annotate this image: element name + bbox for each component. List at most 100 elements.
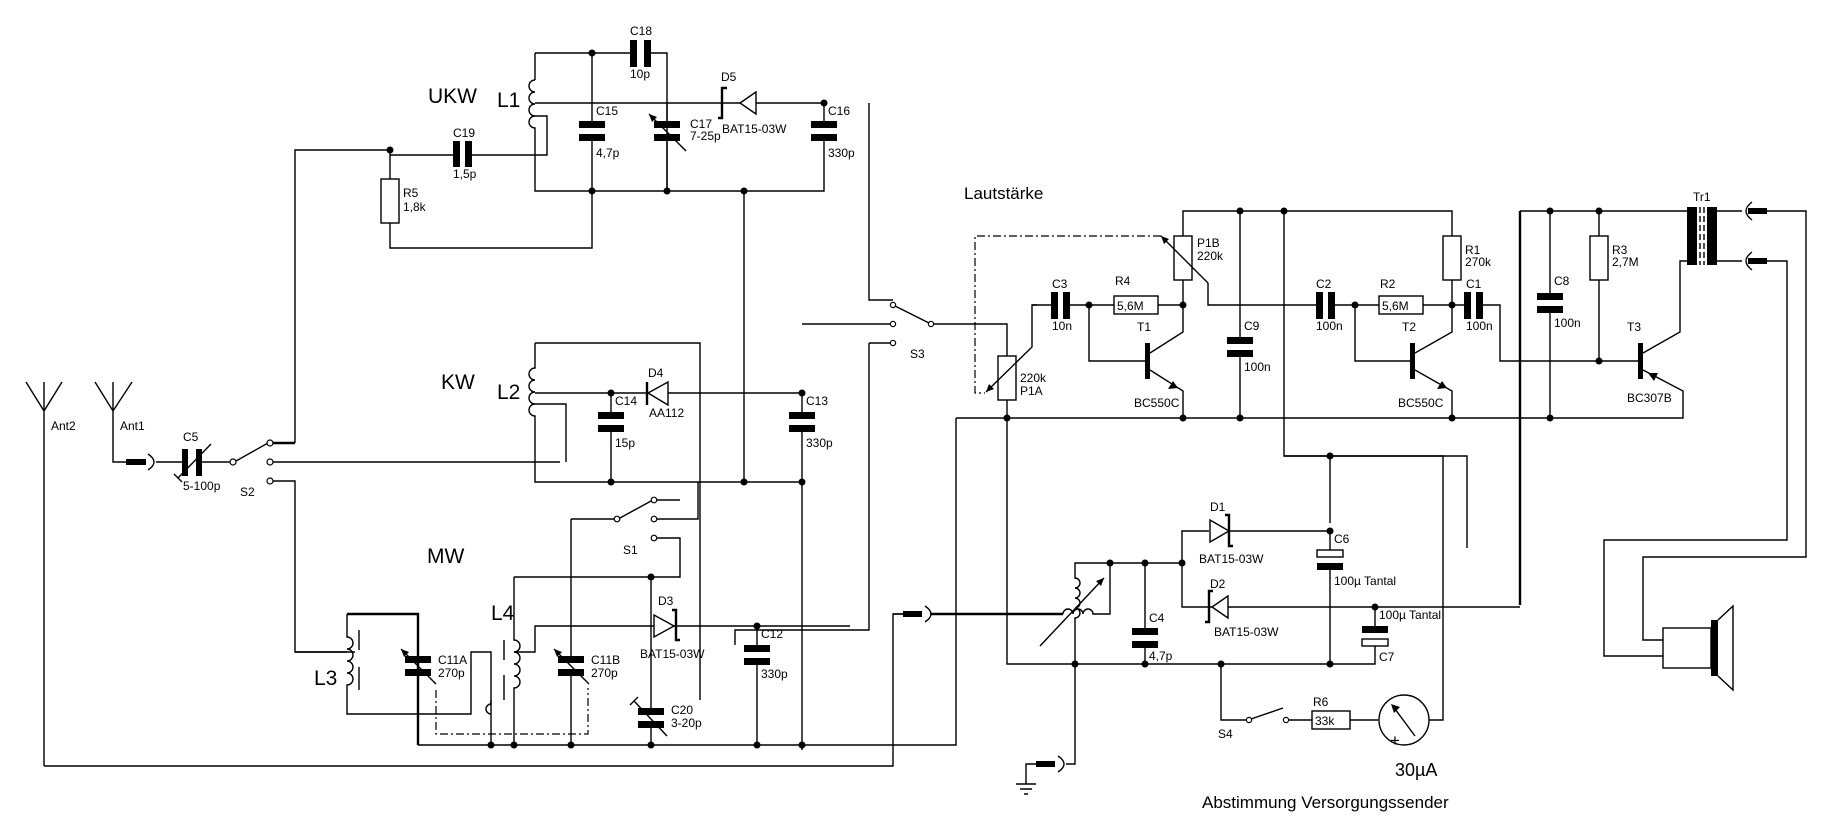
capacitor-c1: C1 100n <box>1452 277 1599 362</box>
svg-text:4,7p: 4,7p <box>596 146 620 160</box>
s1-label: S1 <box>623 543 638 557</box>
speaker-icon <box>1662 604 1734 692</box>
capacitor-c18: C18 10p <box>630 24 652 81</box>
svg-text:15p: 15p <box>615 436 635 450</box>
capacitor-c4: C4 4,7p <box>1132 563 1173 664</box>
svg-text:2,7M: 2,7M <box>1612 255 1639 269</box>
resistor-r6: 33k R6 <box>1311 695 1378 730</box>
potentiometer-p1b[interactable]: P1B 220k <box>1160 210 1453 306</box>
mw-label: MW <box>427 545 464 568</box>
svg-text:BAT15-03W: BAT15-03W <box>640 647 705 661</box>
l4-label: L4 <box>491 602 515 625</box>
capacitor-c20: C20 3-20p <box>629 577 702 745</box>
meter-caption: Abstimmung Versorgungssender <box>1202 793 1449 812</box>
diode-d5: D5 BAT15-03W <box>718 70 787 136</box>
svg-text:4,7p: 4,7p <box>1149 649 1173 663</box>
s3-label: S3 <box>910 347 925 361</box>
switch-s3[interactable]: S3 <box>869 301 1008 361</box>
capacitor-c5: C5 5-100p <box>156 430 232 493</box>
meter-gauge: 30µA + Abstimmung Versorgungssender <box>1202 455 1449 812</box>
antenna-ant1: Ant1 <box>94 381 155 471</box>
svg-text:100n: 100n <box>1466 319 1493 333</box>
diode-d4: D4 AA112 <box>645 366 684 420</box>
svg-text:C17: C17 <box>690 117 712 131</box>
svg-text:100n: 100n <box>1554 316 1581 330</box>
svg-text:BC550C: BC550C <box>1134 396 1180 410</box>
svg-text:BAT15-03W: BAT15-03W <box>1199 552 1264 566</box>
svg-text:C18: C18 <box>630 24 652 38</box>
transistor-t3: T3 BC307B <box>1599 260 1687 405</box>
kw-label: KW <box>441 371 475 394</box>
resistor-r5: R5 1,8k <box>380 150 593 249</box>
svg-text:R2: R2 <box>1380 277 1396 291</box>
resistor-r2: 5,6M R2 <box>1355 277 1452 315</box>
svg-text:1,5p: 1,5p <box>453 167 477 181</box>
switch-s1[interactable]: S1 <box>571 482 699 578</box>
capacitor-c9: C9 100n <box>1227 211 1271 418</box>
s4-label: S4 <box>1218 727 1233 741</box>
svg-text:P1A: P1A <box>1020 384 1043 398</box>
capacitor-c19: C19 1,5p <box>390 115 548 181</box>
meter-polarity: + <box>1390 731 1400 750</box>
volume-label: Lautstärke <box>964 184 1043 203</box>
svg-text:5,6M: 5,6M <box>1382 299 1409 313</box>
capacitor-c11b: C11B 270p <box>553 519 620 745</box>
l3-label: L3 <box>314 667 337 690</box>
input-jack <box>893 605 1063 623</box>
svg-text:D1: D1 <box>1210 500 1226 514</box>
ukw-label: UKW <box>428 85 477 108</box>
resistor-r1: R1 270k <box>1442 235 1492 305</box>
svg-text:270k: 270k <box>1465 255 1492 269</box>
capacitor-c13: C13 330p <box>789 393 833 750</box>
svg-text:D5: D5 <box>721 70 737 84</box>
svg-text:P1B: P1B <box>1197 236 1220 250</box>
diode-d3: D3 BAT15-03W <box>640 594 705 661</box>
transistor-t2: T2 BC550C <box>1354 305 1453 418</box>
svg-text:10n: 10n <box>1052 319 1072 333</box>
svg-text:BC550C: BC550C <box>1398 396 1444 410</box>
svg-text:330p: 330p <box>806 436 833 450</box>
svg-text:D4: D4 <box>648 366 664 380</box>
svg-text:C11B: C11B <box>591 653 620 667</box>
svg-text:5-100p: 5-100p <box>183 479 221 493</box>
svg-text:C11A: C11A <box>438 653 467 667</box>
capacitor-c14: C14 15p <box>598 393 637 482</box>
capacitor-c7: 100µ Tantal C7 <box>1361 607 1441 664</box>
svg-text:C6: C6 <box>1334 532 1350 546</box>
potentiometer-p1a[interactable]: 220k P1A <box>985 304 1047 418</box>
svg-text:220k: 220k <box>1197 249 1224 263</box>
transistor-t1: T1 BC550C <box>1088 305 1184 418</box>
diode-d1: D1 BAT15-03W <box>1181 500 1330 566</box>
capacitor-c2: C2 100n <box>1316 277 1355 333</box>
svg-text:R1: R1 <box>1465 243 1481 257</box>
transformer-tr1: Tr1 <box>1603 190 1807 657</box>
svg-text:R5: R5 <box>403 186 419 200</box>
svg-text:C12: C12 <box>761 627 783 641</box>
svg-text:C3: C3 <box>1052 277 1068 291</box>
meter-value: 30µA <box>1395 760 1437 780</box>
svg-text:270p: 270p <box>438 666 465 680</box>
ant2-label: Ant2 <box>51 419 76 433</box>
svg-text:C14: C14 <box>615 394 637 408</box>
switch-s2[interactable]: S2 <box>229 149 560 653</box>
svg-text:T2: T2 <box>1402 320 1416 334</box>
capacitor-c11a: C11A 270p <box>400 648 467 685</box>
svg-text:R6: R6 <box>1313 695 1329 709</box>
svg-text:T1: T1 <box>1137 320 1151 334</box>
svg-text:330p: 330p <box>761 667 788 681</box>
svg-text:C5: C5 <box>183 430 199 444</box>
svg-text:R4: R4 <box>1115 274 1131 288</box>
tuning-coil[interactable] <box>1039 562 1111 664</box>
svg-text:C19: C19 <box>453 126 475 140</box>
svg-text:C9: C9 <box>1244 319 1260 333</box>
svg-text:10p: 10p <box>630 67 650 81</box>
inductor-l1: L1 <box>497 53 592 192</box>
switch-s4[interactable]: S4 <box>1218 664 1312 741</box>
ant1-label: Ant1 <box>120 419 145 433</box>
svg-text:BC307B: BC307B <box>1627 391 1672 405</box>
inductor-l4: L4 <box>485 576 850 745</box>
svg-text:C2: C2 <box>1316 277 1332 291</box>
svg-text:C1: C1 <box>1466 277 1482 291</box>
svg-text:C7: C7 <box>1379 650 1395 664</box>
svg-text:100µ Tantal: 100µ Tantal <box>1334 574 1396 588</box>
